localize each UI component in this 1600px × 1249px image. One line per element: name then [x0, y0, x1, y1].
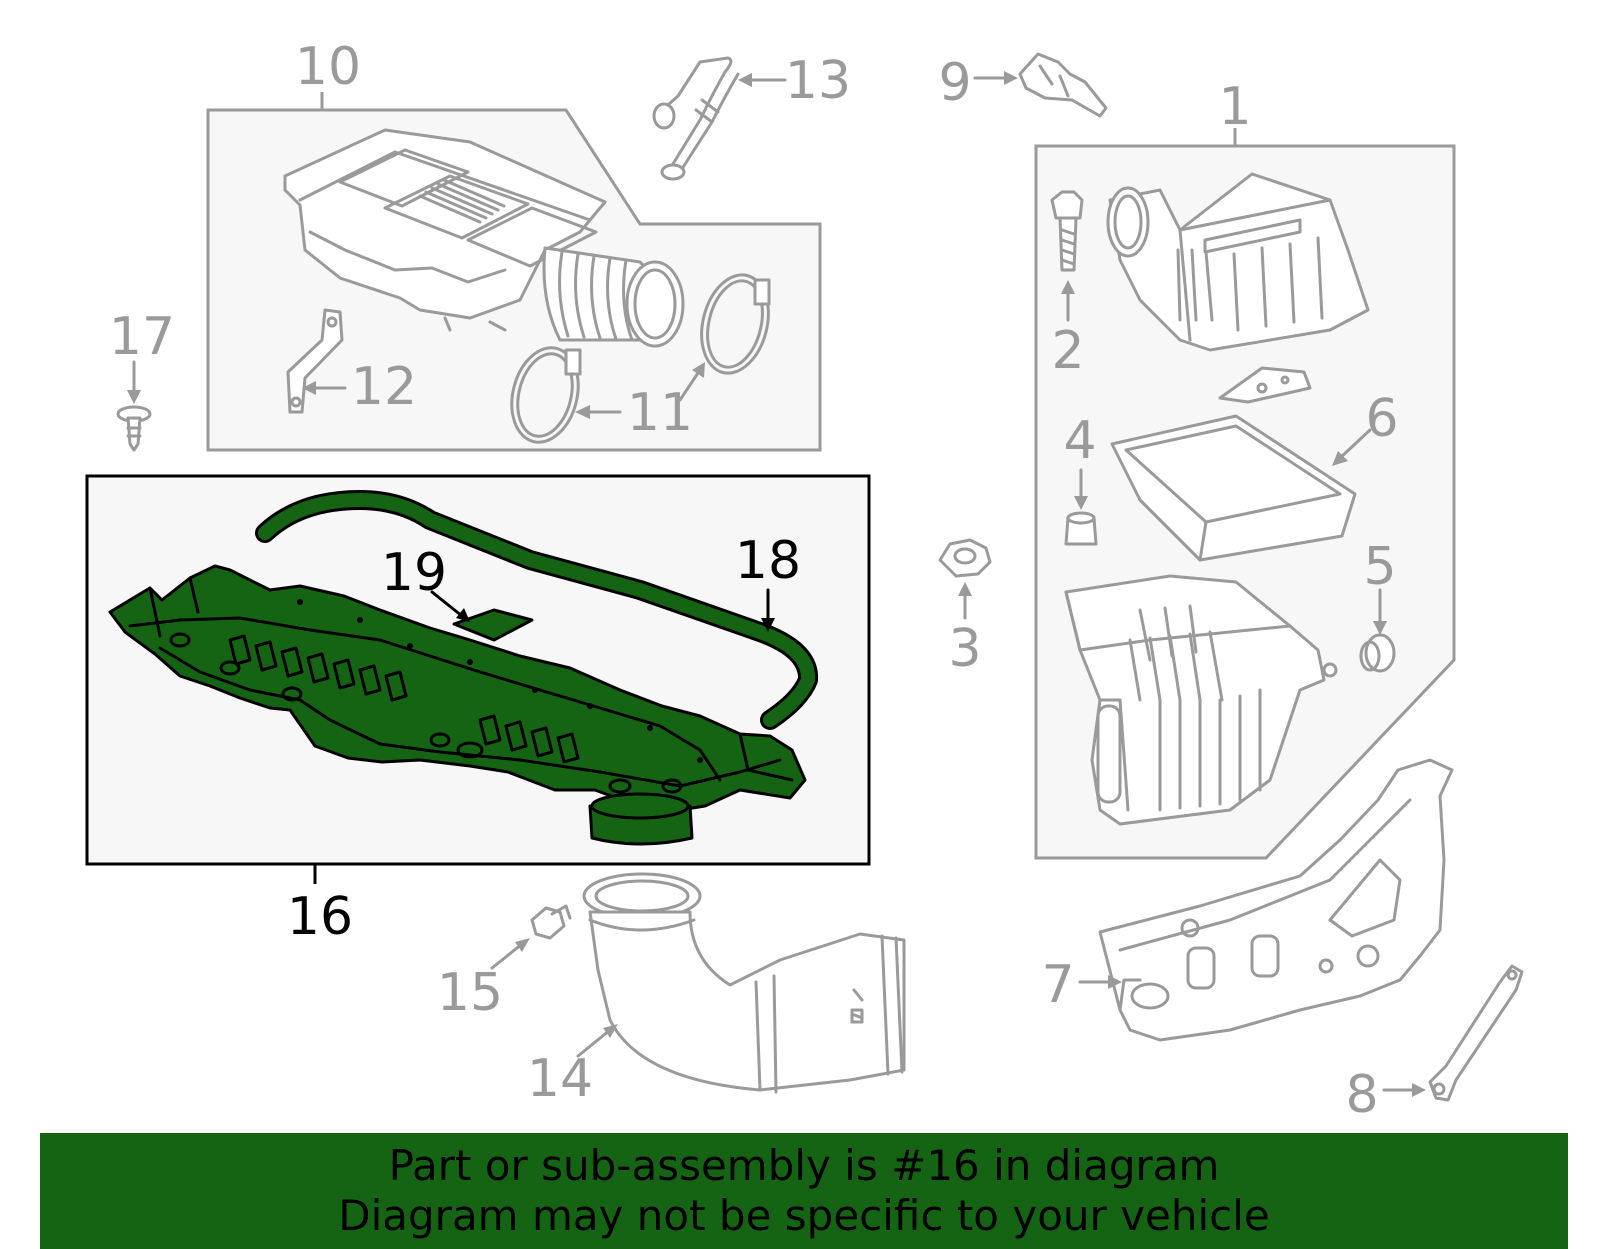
- callout-19: 19: [381, 543, 447, 603]
- mounting-bracket-7: [1078, 758, 1454, 1042]
- callout-2: 2: [1051, 321, 1084, 381]
- callout-4: 4: [1063, 411, 1096, 471]
- air-cleaner-housing-cover: [283, 128, 607, 332]
- callout-16: 16: [287, 887, 353, 947]
- callout-18: 18: [735, 531, 801, 591]
- air-cleaner-upper-housing: [1106, 172, 1370, 352]
- insulator-pad-19: [430, 590, 534, 642]
- intake-duct-14: [576, 872, 906, 1094]
- callout-6: 6: [1365, 389, 1398, 449]
- notice-line-part: Part or sub-assembly is #16 in diagram: [388, 1141, 1220, 1190]
- grommet-5: [1359, 588, 1396, 673]
- notice-line-disclaimer: Diagram may not be specific to your vehi…: [338, 1191, 1270, 1240]
- vent-hose-13: [652, 56, 787, 181]
- nut-3: [938, 538, 992, 620]
- callout-1: 1: [1218, 77, 1251, 137]
- underbody-shield-16: [108, 564, 807, 846]
- hose-clamp-outer: [700, 273, 771, 375]
- callout-8: 8: [1345, 1065, 1378, 1125]
- callout-9: 9: [938, 53, 971, 113]
- callout-11: 11: [627, 383, 693, 443]
- air-cleaner-lower-housing: [1064, 574, 1338, 826]
- intake-duct-bellows: [542, 246, 685, 348]
- brace-8: [1382, 964, 1524, 1102]
- callout-14: 14: [527, 1049, 593, 1109]
- callout-11-leaders: [575, 362, 705, 419]
- seal-plate: [1218, 366, 1312, 404]
- bracket-12: [286, 308, 347, 414]
- callout-labels: 1 2 3 4 5 6 7 8 9 10 11 12 13 14 15 16 1…: [109, 37, 1399, 1125]
- grommet-4: [1064, 468, 1098, 546]
- callout-13: 13: [785, 51, 851, 111]
- fastener-15: [490, 904, 572, 970]
- push-pin-17: [116, 360, 152, 452]
- hose-clamp-inner: [510, 346, 582, 444]
- callout-10: 10: [295, 37, 361, 97]
- callout-5: 5: [1363, 537, 1396, 597]
- callout-12: 12: [351, 357, 417, 417]
- callout-7: 7: [1041, 955, 1074, 1015]
- callout-15: 15: [437, 963, 503, 1023]
- air-filter-element-6: [1110, 414, 1372, 562]
- callout-3: 3: [948, 619, 981, 679]
- bolt-2: [1050, 190, 1084, 322]
- callout-17: 17: [109, 307, 175, 367]
- bracket-9: [973, 52, 1108, 118]
- drain-hose-18: [255, 490, 818, 730]
- notice-banner: Part or sub-assembly is #16 in diagram D…: [40, 1133, 1568, 1249]
